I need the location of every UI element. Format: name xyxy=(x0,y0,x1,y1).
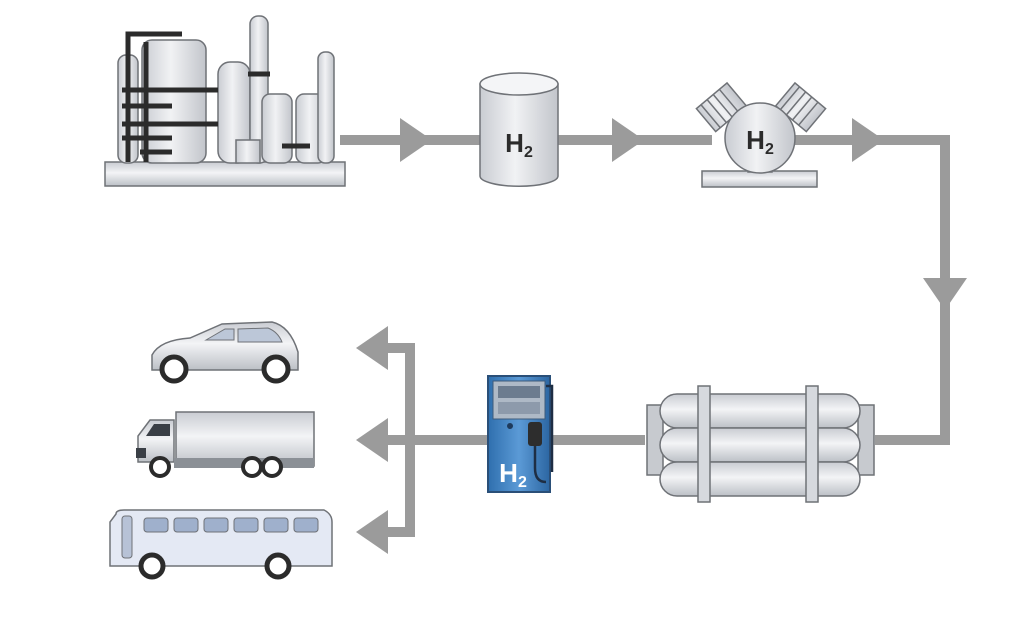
plant-pipework xyxy=(122,31,310,162)
dispenser-h2-label: H2 xyxy=(499,458,527,491)
storage-tank-icon: H2 xyxy=(479,72,559,188)
arrow-right-3 xyxy=(852,118,884,162)
arrow-down xyxy=(923,278,967,310)
cylinder-middle xyxy=(659,427,861,463)
cylinder-bottom xyxy=(659,461,861,497)
hydrogen-production-plant-icon xyxy=(104,15,346,187)
car-icon xyxy=(151,321,299,384)
tank-h2-label: H2 xyxy=(505,128,533,161)
compressor-h2-label: H2 xyxy=(746,125,774,158)
cylinder-top xyxy=(659,393,861,429)
arrow-right-2 xyxy=(612,118,644,162)
flow-arrows xyxy=(356,118,967,554)
truck-icon xyxy=(136,411,315,478)
compressor-icon xyxy=(695,81,827,188)
arrow-right-1 xyxy=(400,118,432,162)
arrow-left-car xyxy=(356,326,388,370)
arrow-left-bus xyxy=(356,510,388,554)
cylinder-bank-icon xyxy=(646,385,875,503)
arrow-left-truck xyxy=(356,418,388,462)
fuel-dispenser-icon: H2 xyxy=(487,375,554,493)
bus-icon xyxy=(109,509,333,580)
